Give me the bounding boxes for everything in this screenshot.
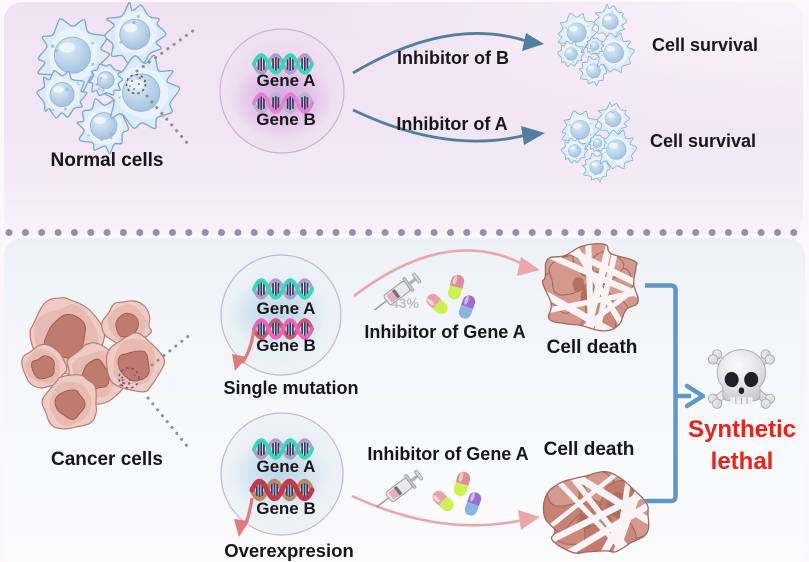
svg-text:Cancer cells: Cancer cells <box>51 449 163 470</box>
svg-text:Inhibitor of Gene A: Inhibitor of Gene A <box>364 322 525 342</box>
svg-text:Inhibitor of A: Inhibitor of A <box>396 114 507 134</box>
svg-text:Cell survival: Cell survival <box>652 35 758 55</box>
svg-text:Gene B: Gene B <box>256 110 316 129</box>
svg-text:Gene A: Gene A <box>257 457 316 476</box>
svg-text:43%: 43% <box>391 295 420 311</box>
svg-text:lethal: lethal <box>711 448 774 475</box>
svg-text:Single mutation: Single mutation <box>224 378 359 398</box>
svg-text:Gene A: Gene A <box>257 71 316 90</box>
svg-text:Gene A: Gene A <box>257 299 316 318</box>
svg-text:Cell survival: Cell survival <box>650 131 756 151</box>
svg-text:Inhibitor of B: Inhibitor of B <box>397 48 509 68</box>
svg-text:Cell death: Cell death <box>547 337 638 358</box>
svg-text:Overexpresion: Overexpresion <box>224 540 354 561</box>
svg-text:Synthetic: Synthetic <box>688 416 796 443</box>
svg-text:Gene B: Gene B <box>256 499 316 518</box>
svg-text:Cell death: Cell death <box>544 439 635 460</box>
svg-text:Gene B: Gene B <box>256 336 316 355</box>
svg-text:Normal cells: Normal cells <box>51 150 164 171</box>
svg-text:Inhibitor of Gene A: Inhibitor of Gene A <box>367 444 528 464</box>
